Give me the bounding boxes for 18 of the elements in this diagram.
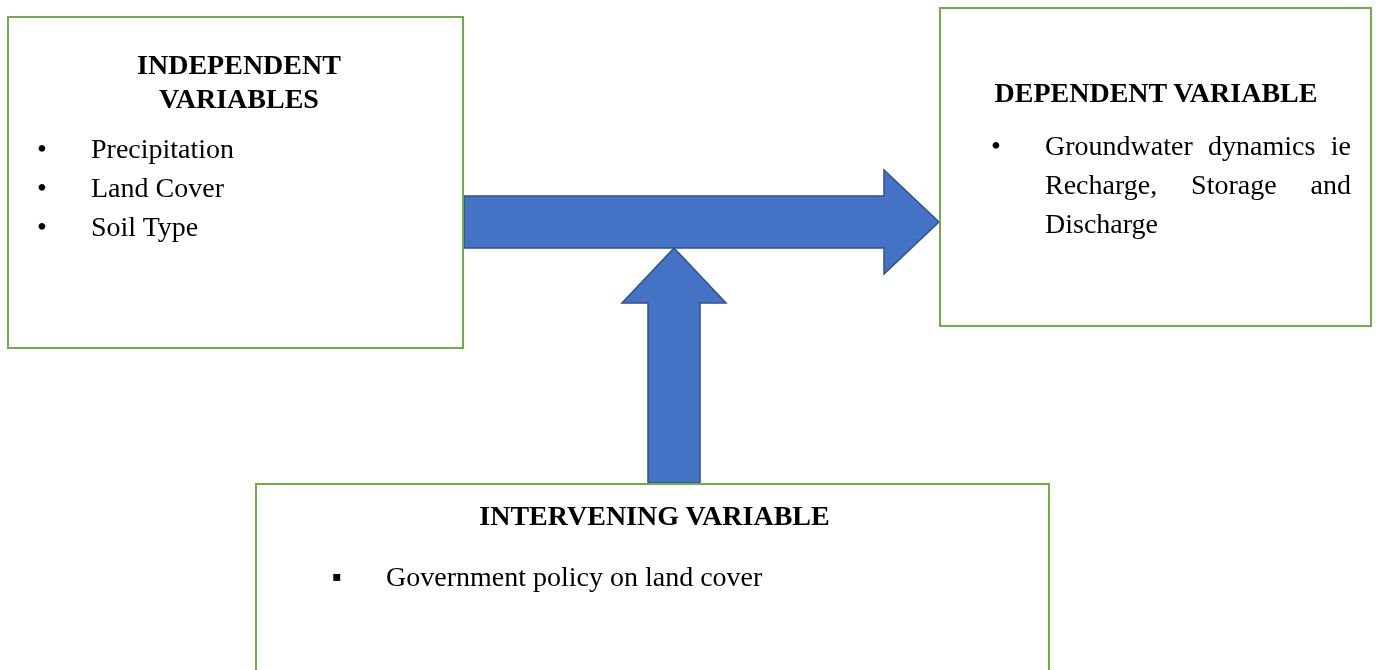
block-arrow: [620, 246, 728, 484]
list-bullet: ▪: [332, 560, 343, 594]
list-item-text: Land Cover: [91, 171, 225, 205]
block-arrow: [463, 168, 941, 276]
list-item-text: Government policy on land cover: [386, 560, 764, 594]
box-heading: INTERVENING VARIABLE: [478, 499, 831, 533]
variable-box: [7, 16, 464, 349]
list-bullet: •: [37, 171, 48, 205]
list-bullet: •: [37, 210, 48, 244]
list-bullet: •: [37, 132, 48, 166]
list-item-text: Precipitation: [91, 132, 236, 166]
list-item-text: Groundwater dynamics ie Recharge, Storage and Discharge: [1045, 129, 1351, 241]
variable-box: [939, 7, 1372, 327]
box-heading: DEPENDENT VARIABLE: [993, 76, 1319, 110]
box-heading: INDEPENDENT VARIABLES: [136, 48, 342, 116]
list-item-text: Soil Type: [91, 210, 200, 244]
variable-box: [255, 483, 1050, 670]
list-bullet: •: [991, 129, 1002, 163]
